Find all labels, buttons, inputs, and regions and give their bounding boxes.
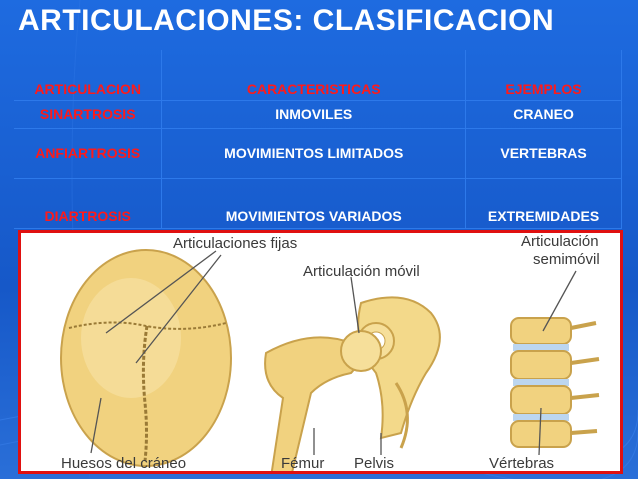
slide-title: ARTICULACIONES: CLASIFICACION (18, 4, 555, 37)
vertebrae-image (510, 317, 600, 448)
cell-ejemplos: VERTEBRAS (465, 128, 622, 179)
label-articulacion-movil: Articulación móvil (303, 263, 420, 280)
cell-articulacion: DIARTROSIS (14, 178, 163, 229)
leader-lines (90, 250, 577, 456)
table-header-row: ARTICULACION CARACTERISTICAS EJEMPLOS (14, 50, 622, 101)
table-row: ANFIARTROSIS MOVIMIENTOS LIMITADOS VERTE… (14, 128, 622, 179)
skull-image (60, 249, 232, 467)
label-articulacion-semimovil-line2: semimóvil (533, 251, 600, 268)
table-row: SINARTROSIS INMOVILES CRANEO (14, 100, 622, 129)
cell-articulacion: ANFIARTROSIS (14, 128, 163, 179)
header-ejemplos: EJEMPLOS (465, 50, 622, 101)
cell-articulacion: SINARTROSIS (14, 100, 163, 129)
header-articulacion: ARTICULACION (14, 50, 163, 101)
joints-illustration (60, 249, 600, 471)
label-articulacion-semimovil-line1: Articulación (521, 233, 599, 250)
header-caracteristicas: CARACTERISTICAS (161, 50, 467, 101)
cell-ejemplos: EXTREMIDADES (465, 178, 622, 229)
femur-pelvis-image (264, 296, 441, 471)
cell-caracteristicas: MOVIMIENTOS LIMITADOS (161, 128, 467, 179)
label-femur: Fémur (281, 455, 325, 472)
joints-illustration-panel: Articulaciones fijas Articulación móvil … (18, 230, 623, 474)
label-huesos-del-craneo: Huesos del cráneo (61, 455, 187, 472)
cell-ejemplos: CRANEO (465, 100, 622, 129)
label-pelvis: Pelvis (354, 455, 395, 472)
label-vertebras: Vértebras (489, 455, 555, 472)
table-row: DIARTROSIS MOVIMIENTOS VARIADOS EXTREMID… (14, 178, 622, 229)
cell-caracteristicas: MOVIMIENTOS VARIADOS (161, 178, 467, 229)
classification-table: ARTICULACION CARACTERISTICAS EJEMPLOS SI… (14, 50, 622, 229)
label-articulaciones-fijas: Articulaciones fijas (173, 235, 298, 252)
cell-caracteristicas: INMOVILES (161, 100, 467, 129)
